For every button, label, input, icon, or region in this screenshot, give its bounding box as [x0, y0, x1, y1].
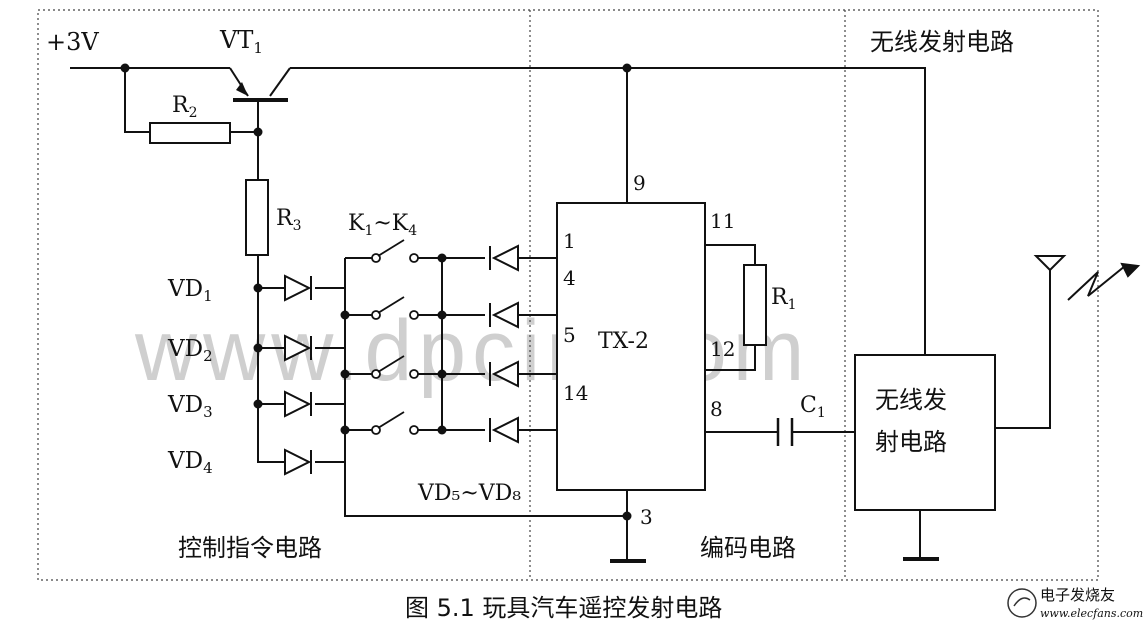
pin-4: 4	[563, 266, 576, 290]
transmitter-box	[854, 354, 996, 511]
diode-vd8	[489, 416, 519, 444]
pin-1: 1	[563, 229, 576, 253]
vd5-vd8-label: VD₅~VD₈	[417, 481, 521, 506]
diodes-vd5-vd8	[489, 244, 519, 444]
section-label-encoder: 编码电路	[700, 534, 796, 562]
pin-14: 14	[563, 381, 588, 405]
pin-11: 11	[710, 209, 735, 233]
diode-vd4	[284, 448, 312, 476]
switches-label: K1~K4	[348, 211, 417, 239]
vd1-label: VD1	[167, 276, 213, 305]
diode-vd5	[489, 244, 519, 272]
resistor-r3	[245, 179, 269, 256]
pin-9: 9	[633, 171, 646, 195]
figure-caption: 图 5.1 玩具汽车遥控发射电路	[405, 594, 722, 622]
diode-vd7	[489, 360, 519, 388]
diode-vd3	[284, 390, 312, 418]
switch-k3	[371, 355, 419, 379]
junction-dots	[120, 63, 632, 521]
vd2-label: VD2	[167, 336, 213, 365]
ic-tx2-body	[556, 202, 706, 491]
switches-k1-k4	[371, 239, 419, 435]
outer-frame	[37, 9, 1099, 581]
diode-vd2	[284, 334, 312, 362]
r3-label: R3	[276, 206, 302, 234]
vd3-label: VD3	[167, 392, 213, 421]
resistor-r2	[149, 122, 231, 144]
c1-label: C1	[800, 393, 826, 421]
capacitor-c1	[776, 418, 794, 446]
wires	[70, 67, 1051, 560]
elecfans-logo: 电子发烧友 www.elecfans.com	[1007, 586, 1143, 620]
antenna-icon	[1033, 255, 1141, 301]
pin-12: 12	[710, 337, 735, 361]
section-label-control: 控制指令电路	[178, 534, 322, 562]
ic-label: TX-2	[598, 329, 649, 354]
resistors	[149, 122, 767, 346]
logo-icon	[1007, 588, 1037, 618]
diode-vd6	[489, 301, 519, 329]
vd4-label: VD4	[167, 448, 213, 477]
r1-label: R1	[771, 285, 797, 313]
pin-8: 8	[710, 397, 723, 421]
resistor-r1	[743, 264, 767, 346]
diode-vd1	[284, 274, 312, 302]
switch-k4	[371, 411, 419, 435]
pin-5: 5	[563, 323, 576, 347]
transistor-vt1-symbol	[229, 67, 291, 112]
vt1-label: VT1	[219, 26, 263, 57]
transmitter-box-line2: 射电路	[875, 428, 947, 456]
supply-label: +3V	[46, 28, 99, 56]
logo-name: 电子发烧友	[1040, 586, 1115, 604]
section-label-transmitter: 无线发射电路	[870, 28, 1014, 56]
r2-label: R2	[172, 93, 198, 121]
switch-k1	[371, 239, 419, 263]
section-frames	[37, 9, 1099, 581]
pin-3: 3	[640, 505, 653, 529]
switch-k2	[371, 296, 419, 320]
logo-url: www.elecfans.com	[1040, 607, 1143, 620]
ground-symbols	[610, 557, 939, 563]
transmitter-box-line1: 无线发	[875, 386, 947, 414]
diodes-vd1-vd4	[284, 274, 312, 476]
watermark: www.dpcin.com	[134, 303, 810, 399]
